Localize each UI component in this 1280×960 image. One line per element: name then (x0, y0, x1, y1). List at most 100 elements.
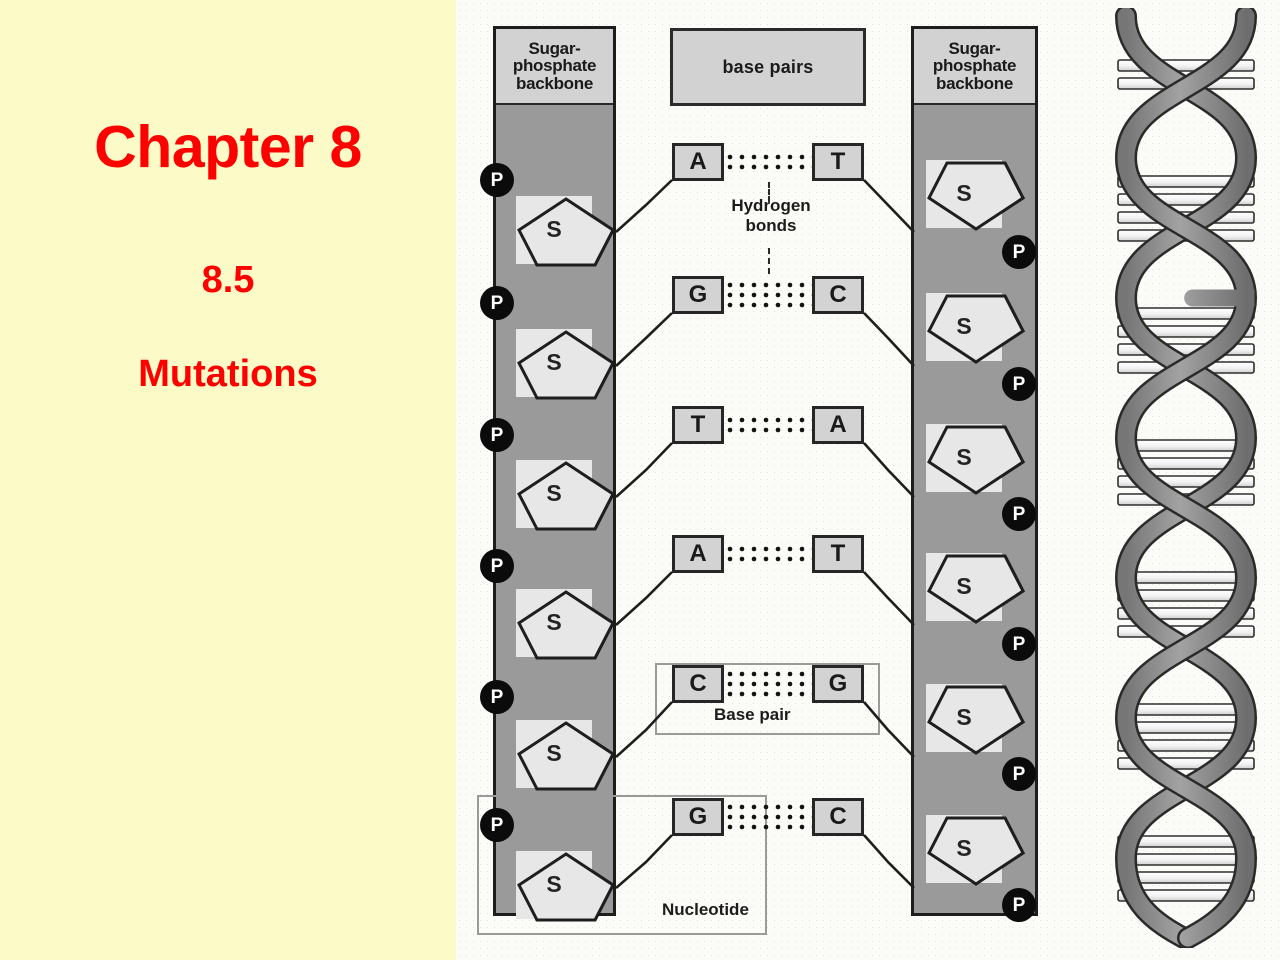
sugar-right-2: S (926, 293, 1025, 364)
phosphate-right-4: P (1002, 627, 1036, 661)
phosphate-symbol: P (1012, 241, 1026, 263)
phosphate-left-2: P (480, 286, 514, 320)
sugar-symbol: S (956, 443, 972, 470)
base-right-4: T (812, 535, 864, 573)
hbond-row (724, 302, 812, 308)
hydrogen-bonds-1 (724, 143, 812, 181)
phosphate-symbol: P (490, 555, 504, 577)
sugar-symbol: S (956, 834, 972, 861)
nucleotide-callout-box (477, 795, 767, 935)
sugar-right-1: S (926, 160, 1025, 231)
hydrogen-bonds-6 (724, 798, 812, 836)
phosphate-symbol: P (490, 169, 504, 191)
phosphate-symbol: P (490, 424, 504, 446)
base-right-1: T (812, 143, 864, 181)
hbond-row (724, 671, 812, 677)
sugar-right-6: S (926, 815, 1025, 886)
hbond-row (724, 556, 812, 562)
base-pair-callout-box (655, 663, 880, 735)
phosphate-symbol: P (1012, 373, 1026, 395)
sugar-symbol: S (546, 215, 562, 242)
title-panel: Chapter 8 8.5 Mutations (0, 0, 456, 960)
hbond-row (724, 814, 812, 820)
section-number: 8.5 (201, 259, 255, 301)
phosphate-symbol: P (490, 686, 504, 708)
left-backbone-label-line1: Sugar- (528, 38, 581, 58)
phosphate-right-6: P (1002, 888, 1036, 922)
sugar-left-6: S (516, 851, 615, 922)
title-block: Chapter 8 8.5 Mutations (0, 0, 456, 560)
base-left-4: A (672, 535, 724, 573)
phosphate-symbol: P (1012, 503, 1026, 525)
dna-diagram: Sugar- phosphate backbone Sugar- phospha… (456, 0, 1280, 960)
hbond-row (724, 292, 812, 298)
phosphate-left-6: P (480, 808, 514, 842)
hydrogen-bonds-5 (724, 665, 812, 703)
phosphate-right-2: P (1002, 367, 1036, 401)
hbond-row (724, 164, 812, 170)
sugar-symbol: S (546, 739, 562, 766)
base-pairs-header-label: base pairs (722, 56, 814, 77)
right-backbone-label-line2: phosphate (932, 56, 1017, 76)
phosphate-left-3: P (480, 418, 514, 452)
sugar-symbol: S (546, 479, 562, 506)
base-left-3: T (672, 406, 724, 444)
sugar-left-5: S (516, 720, 615, 791)
sugar-left-2: S (516, 329, 615, 400)
phosphate-right-5: P (1002, 757, 1036, 791)
sugar-right-4: S (926, 553, 1025, 624)
phosphate-symbol: P (490, 814, 504, 836)
hbond-row (724, 691, 812, 697)
left-backbone-label-line2: phosphate (512, 56, 597, 76)
sugar-symbol: S (956, 703, 972, 730)
sugar-left-3: S (516, 460, 615, 531)
hydrogen-bond-leader-top (768, 182, 770, 202)
hbond-row (724, 824, 812, 830)
base-left-2: G (672, 276, 724, 314)
sugar-left-1: S (516, 196, 615, 267)
right-backbone-label: Sugar- phosphate backbone (914, 29, 1035, 105)
phosphate-right-3: P (1002, 497, 1036, 531)
hydrogen-bonds-label-line2: bonds (745, 216, 797, 236)
hydrogen-bonds-2 (724, 276, 812, 314)
base-right-2: C (812, 276, 864, 314)
left-backbone-label-line3: backbone (516, 73, 593, 93)
phosphate-symbol: P (1012, 894, 1026, 916)
phosphate-symbol: P (1012, 633, 1026, 655)
right-backbone-label-line1: Sugar- (948, 38, 1001, 58)
hydrogen-bonds-label-line1: Hydrogen (731, 196, 811, 215)
sugar-left-4: S (516, 589, 615, 660)
section-title: Mutations (138, 353, 318, 395)
right-backbone-label-line3: backbone (936, 73, 1013, 93)
phosphate-right-1: P (1002, 235, 1036, 269)
hydrogen-bonds-3 (724, 406, 812, 444)
nucleotide-callout-label: Nucleotide (662, 900, 749, 919)
hbond-row (724, 546, 812, 552)
base-right-5: G (812, 665, 864, 703)
sugar-symbol: S (956, 572, 972, 599)
base-right-3: A (812, 406, 864, 444)
phosphate-left-4: P (480, 549, 514, 583)
base-left-1: A (672, 143, 724, 181)
hydrogen-bond-leader-bottom (768, 248, 770, 274)
hydrogen-bonds-label: Hydrogen bonds (696, 196, 846, 236)
sugar-symbol: S (956, 312, 972, 339)
sugar-symbol: S (546, 348, 562, 375)
sugar-right-3: S (926, 424, 1025, 495)
base-right-6: C (812, 798, 864, 836)
hbond-row (724, 154, 812, 160)
phosphate-left-1: P (480, 163, 514, 197)
hbond-row (724, 427, 812, 433)
base-left-5: C (672, 665, 724, 703)
hbond-row (724, 417, 812, 423)
sugar-symbol: S (546, 870, 562, 897)
hydrogen-bonds-4 (724, 535, 812, 573)
phosphate-symbol: P (490, 292, 504, 314)
hbond-row (724, 282, 812, 288)
left-backbone-label: Sugar- phosphate backbone (496, 29, 613, 105)
base-left-6: G (672, 798, 724, 836)
sugar-symbol: S (956, 179, 972, 206)
dna-double-helix-icon (1114, 8, 1258, 948)
hbond-row (724, 804, 812, 810)
